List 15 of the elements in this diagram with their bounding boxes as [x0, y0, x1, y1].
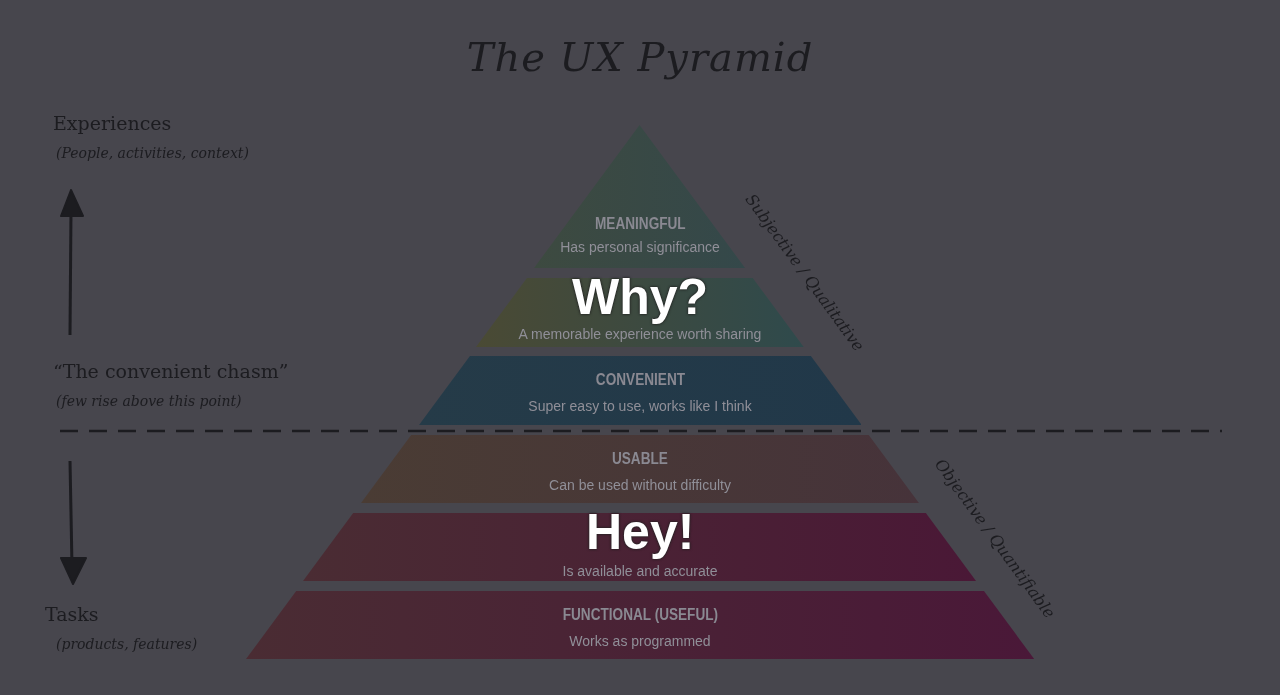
tier-heading: USABLE	[612, 450, 668, 468]
overlay-text: Hey!	[586, 507, 695, 557]
tier-heading: CONVENIENT	[595, 371, 685, 389]
tier-heading: MEANINGFUL	[594, 215, 686, 233]
pyramid-tier	[476, 278, 804, 347]
tier-description: A memorable experience worth sharing	[518, 326, 762, 342]
tier-description: Super easy to use, works like I think	[528, 398, 752, 414]
tier-description: Can be used without difficulty	[549, 477, 731, 493]
tier-description: Works as programmed	[569, 633, 711, 649]
tier-description: Is available and accurate	[562, 563, 718, 579]
tier-heading: FUNCTIONAL (USEFUL)	[562, 606, 718, 624]
pyramid-tier	[418, 356, 862, 425]
overlay-text: Why?	[572, 272, 709, 322]
pyramid-tier	[361, 435, 919, 503]
tier-description: Has personal significance	[560, 239, 720, 255]
